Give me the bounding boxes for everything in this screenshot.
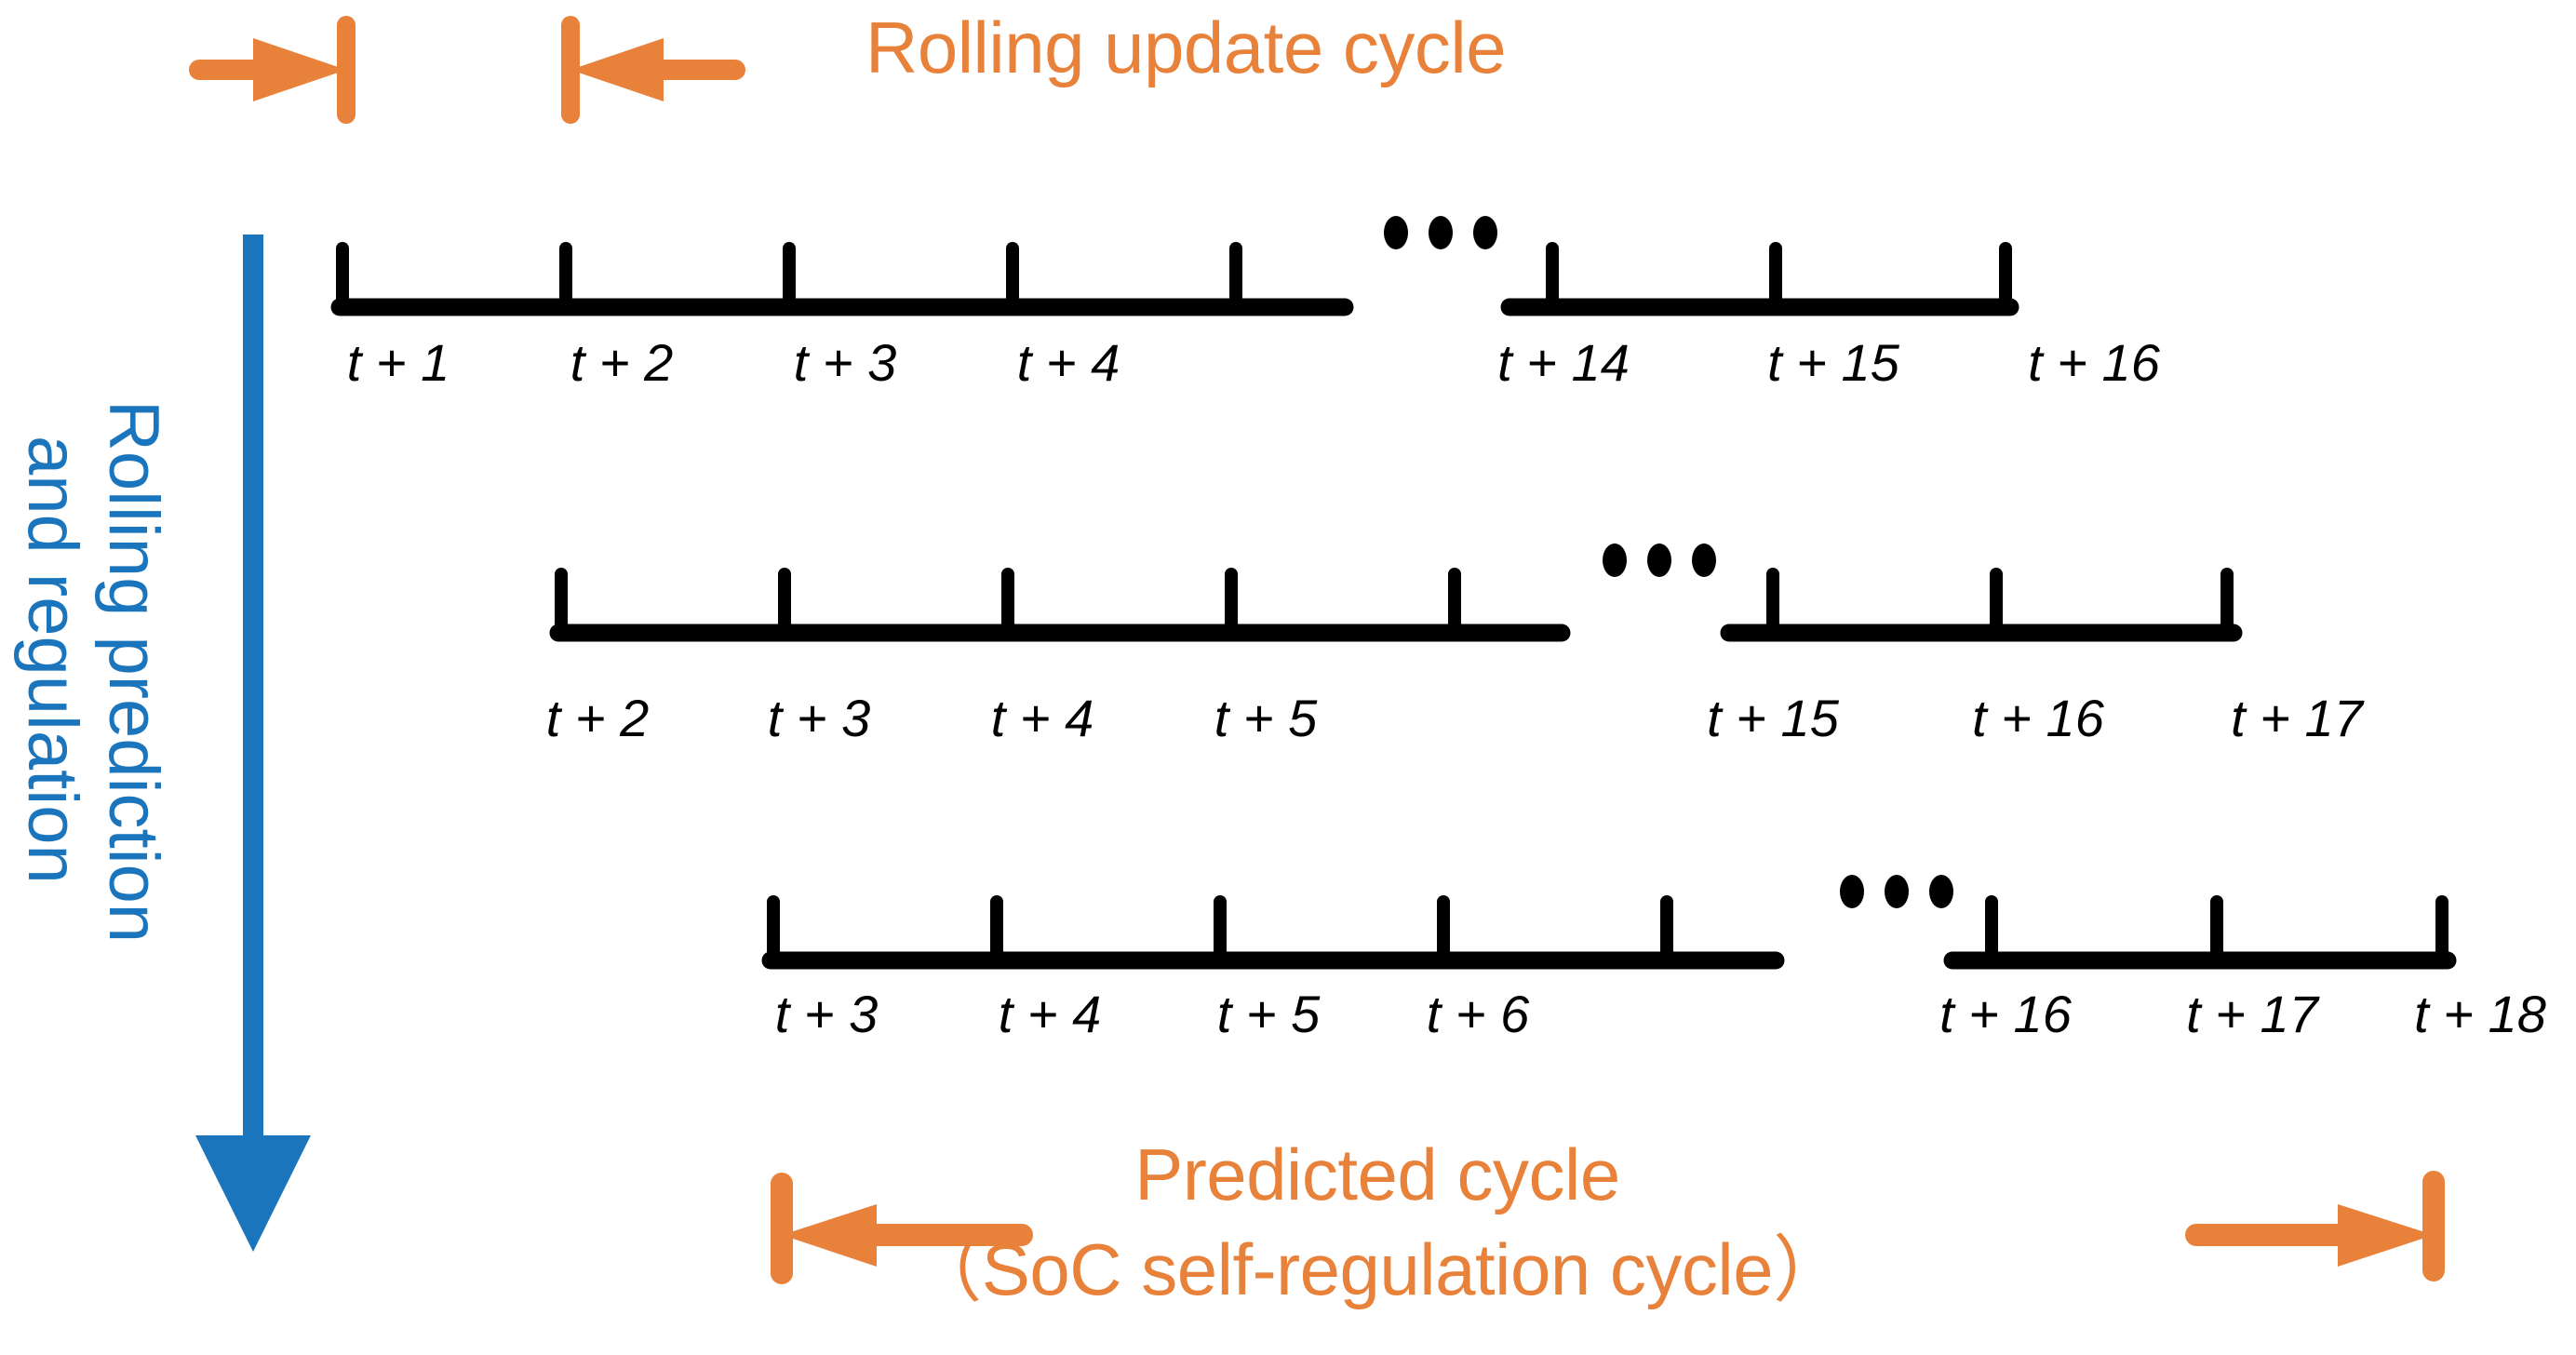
predicted-cycle-arrow-left: [771, 1173, 1033, 1284]
tick-label-row1-3: t + 4: [1016, 333, 1120, 392]
tick-label-row1-0: t + 1: [346, 333, 450, 392]
tick-label-row3-2: t + 5: [1216, 985, 1321, 1043]
rolling-update-arrow-right: [561, 16, 745, 124]
tick-label-row2-6: t + 17: [2231, 689, 2363, 747]
ellipsis-row-2: [1603, 543, 1716, 577]
tick-label-row2-5: t + 16: [1972, 689, 2104, 747]
tick-label-row3-0: t + 3: [774, 985, 879, 1043]
rolling-prediction-label-line1: Rolling prediction: [94, 400, 173, 943]
rolling-update-arrow-left: [189, 16, 356, 124]
tick-label-row2-0: t + 2: [545, 689, 650, 747]
tick-label-row1-4: t + 14: [1497, 333, 1630, 392]
ellipsis-row-3: [1840, 875, 1953, 908]
tick-label-row2-4: t + 15: [1707, 689, 1839, 747]
predicted-cycle-label: Predicted cycle: [1134, 1134, 1620, 1215]
timeline-row-2: [549, 543, 2243, 642]
rolling-prediction-label-line2: and regulation: [13, 436, 92, 884]
timeline-row-3: [761, 875, 2457, 970]
tick-label-row2-3: t + 5: [1214, 689, 1318, 747]
tick-label-row2-1: t + 3: [767, 689, 871, 747]
tick-label-row3-6: t + 18: [2414, 985, 2546, 1043]
soc-self-regulation-cycle-label: （SoC self-regulation cycle）: [909, 1228, 1845, 1310]
tick-label-row1-6: t + 16: [2028, 333, 2160, 392]
tick-label-row3-1: t + 4: [998, 985, 1102, 1043]
timeline-row-1: [330, 216, 2019, 316]
predicted-cycle-arrow-right: [2185, 1171, 2445, 1281]
tick-label-row3-3: t + 6: [1426, 985, 1530, 1043]
tick-label-row1-5: t + 15: [1767, 333, 1899, 392]
tick-label-row3-5: t + 17: [2186, 985, 2318, 1043]
tick-label-row1-1: t + 2: [570, 333, 674, 392]
rolling-update-cycle-label: Rolling update cycle: [865, 7, 1507, 88]
tick-label-row1-2: t + 3: [793, 333, 897, 392]
rolling-direction-arrow: [195, 235, 311, 1252]
tick-label-row3-4: t + 16: [1939, 985, 2072, 1043]
ellipsis-row-1: [1384, 216, 1497, 249]
tick-label-row2-2: t + 4: [990, 689, 1094, 747]
